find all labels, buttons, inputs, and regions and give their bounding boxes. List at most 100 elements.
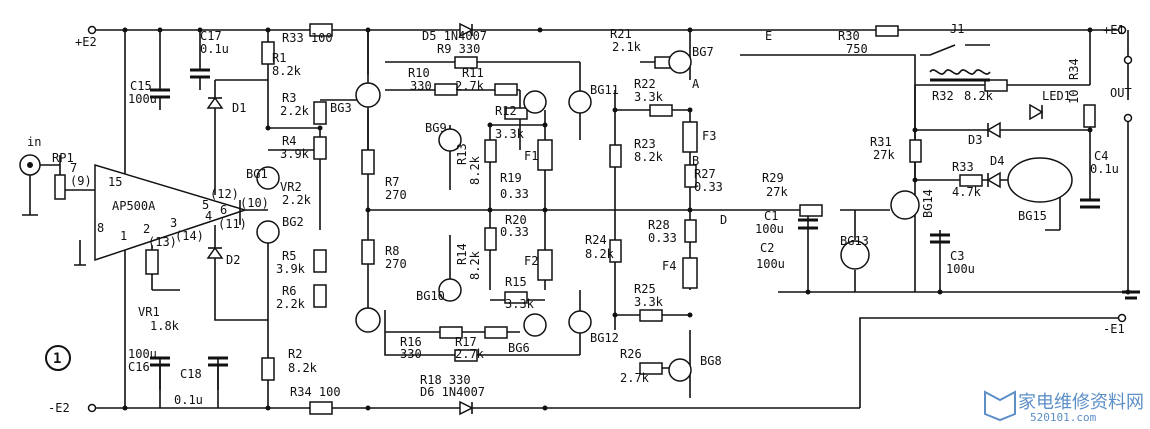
out-label: OUT [1110, 86, 1132, 100]
resistor-labels: R1 8.2k R3 2.2k R4 3.9k R5 3.9k R6 2.2k … [272, 27, 1081, 399]
r22-label: R22 [634, 77, 656, 91]
c18-label: C18 [180, 367, 202, 381]
bg6-label: BG6 [508, 341, 530, 355]
ic-pin7: 7 [70, 161, 77, 175]
d3-label: D3 [968, 133, 982, 147]
r31-label: R31 [870, 135, 892, 149]
r3-label: R3 [282, 91, 296, 105]
bg11-label: BG11 [590, 83, 619, 97]
watermark-cn: 家电维修资料网 [1018, 392, 1144, 413]
r28-value: 0.33 [648, 231, 677, 245]
c18-value: 0.1u [174, 393, 203, 407]
r6-label: R6 [282, 284, 296, 298]
r25-label: R25 [634, 282, 656, 296]
r8-label: R8 [385, 244, 399, 258]
f1-label: F1 [524, 149, 538, 163]
r34-label: R34 [1067, 58, 1081, 80]
r33-label: R33 [952, 160, 974, 174]
r10-value: 330 [410, 79, 432, 93]
c4-value: 0.1u [1090, 162, 1119, 176]
node-a-label: A [692, 77, 700, 91]
r21-value: 2.1k [612, 40, 642, 54]
c2-label: C2 [760, 241, 774, 255]
r33-value: 4.7k [952, 185, 982, 199]
rp1-label: RP1 [52, 151, 74, 165]
c17-value: 0.1u [200, 42, 229, 56]
r24-value: 8.2k [585, 247, 615, 261]
r17-label: R17 [455, 335, 477, 349]
r16-value: 330 [400, 347, 422, 361]
neg-e2-label: -E2 [48, 401, 70, 415]
r27-value: 0.33 [694, 180, 723, 194]
f4-label: F4 [662, 259, 676, 273]
r26-label: R26 [620, 347, 642, 361]
r4-value: 3.9k [280, 147, 310, 161]
r5-label: R5 [282, 249, 296, 263]
bg9-label: BG9 [425, 121, 447, 135]
bg15-label: BG15 [1018, 209, 1047, 223]
ic-pin10: (10) [240, 196, 269, 210]
r2-value: 8.2k [288, 361, 318, 375]
pos-e1-label: +E1 [1103, 23, 1125, 37]
ic-pin11: (11) [218, 217, 247, 231]
r11-value: 2.7k [455, 79, 485, 93]
bg10-label: BG10 [416, 289, 445, 303]
r34-value: 10 [1067, 90, 1081, 104]
vr1-label: VR1 [138, 305, 160, 319]
r16-label: R16 [400, 335, 422, 349]
c1-label: C1 [764, 209, 778, 223]
ap500a-ic [22, 155, 268, 291]
r15-label: R15 [505, 275, 527, 289]
r17-value: 2.7k [455, 347, 485, 361]
ic-pin3: 3 [170, 216, 177, 230]
r30-label: R30 [838, 29, 860, 43]
r13-value: 8.2k [468, 155, 482, 185]
d4-label: D4 [990, 154, 1004, 168]
pot-labels: RP1 VR1 1.8k VR2 2.2k [52, 151, 312, 333]
r8-value: 270 [385, 257, 407, 271]
d2-label: D2 [226, 253, 240, 267]
fuse-bodies [537, 121, 698, 289]
r28-label: R28 [648, 218, 670, 232]
r23-label: R23 [634, 137, 656, 151]
c2-value: 100u [756, 257, 785, 271]
ic-pin5: 5 [202, 198, 209, 212]
node-b-label: B [692, 154, 699, 168]
diode-bodies [206, 22, 1044, 416]
r25-value: 3.3k [634, 295, 664, 309]
r18-label: R18 330 [420, 373, 471, 387]
input-label: in [27, 135, 41, 149]
node-d-label: D [720, 213, 727, 227]
r10-label: R10 [408, 66, 430, 80]
ic-pin6: 6 [220, 203, 227, 217]
transistor-symbols [256, 50, 1073, 382]
ic-pin9: (9) [70, 174, 92, 188]
c15-value: 100u [128, 92, 157, 106]
r4-label: R4 [282, 134, 296, 148]
watermark: 家电维修资料网 520101.com [984, 390, 1144, 424]
r20-label: R20 [505, 213, 527, 227]
d1-label: D1 [232, 101, 246, 115]
r12-label: R12 [495, 104, 517, 118]
f3-label: F3 [702, 129, 716, 143]
c1-value: 100u [755, 222, 784, 236]
bg14-label: BG14 [921, 189, 935, 218]
ic-pin15: 15 [108, 175, 122, 189]
vr2-label: VR2 [280, 180, 302, 194]
ic-name: AP500A [112, 199, 156, 213]
c16-label: C16 [128, 360, 150, 374]
bg12-label: BG12 [590, 331, 619, 345]
bg13-label: BG13 [840, 234, 869, 248]
led1-label: LED1 [1042, 89, 1071, 103]
r24-label: R24 [585, 233, 607, 247]
r30-value: 750 [846, 42, 868, 56]
r1-value: 8.2k [272, 64, 302, 78]
vr1-value: 1.8k [150, 319, 180, 333]
r31-value: 27k [873, 148, 895, 162]
r9-label: R9 330 [437, 42, 480, 56]
ic-pin2: 2 [143, 222, 150, 236]
ic-pin1: 1 [120, 229, 127, 243]
ic-labels: AP500A 7 15 (9) 8 1 2 3 (13) (14) 5 4 6 … [70, 161, 269, 249]
r22-value: 3.3k [634, 90, 664, 104]
pos-e2-label: +E2 [75, 35, 97, 49]
